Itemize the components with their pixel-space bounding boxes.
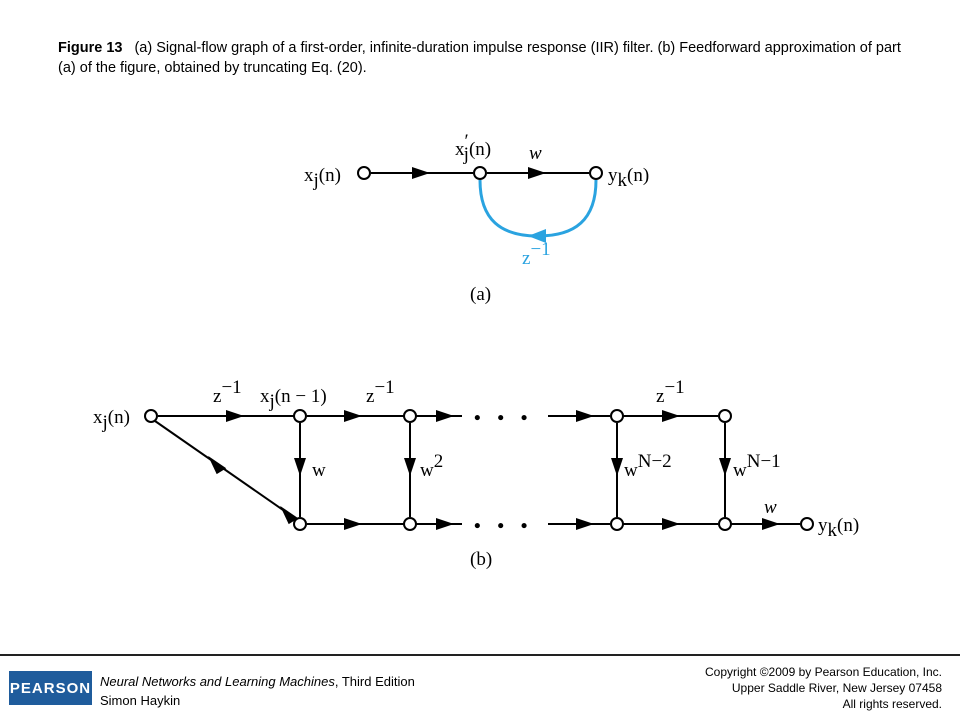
- label-delay-1: z−1: [213, 377, 242, 407]
- arrow-head: [436, 518, 454, 530]
- node-bottom-4: [718, 517, 732, 531]
- arrow-head: [344, 410, 362, 422]
- feedback-edge: [478, 179, 598, 238]
- node-top-2: [403, 409, 417, 423]
- arrow-head: [576, 410, 594, 422]
- label-feedback-a: z−1: [522, 239, 551, 269]
- ellipsis-bottom: • • •: [474, 516, 533, 537]
- part-label-a: (a): [470, 284, 491, 305]
- label-weight-wN2: wN−2: [624, 451, 672, 481]
- copyright-line-3: All rights reserved.: [842, 697, 942, 711]
- arrow-head: [662, 518, 680, 530]
- node-bottom-3: [610, 517, 624, 531]
- arrow-head: [404, 458, 416, 476]
- arrow-head: [280, 505, 299, 525]
- arrow-head: [436, 410, 454, 422]
- book-title: Neural Networks and Learning Machines: [100, 674, 335, 689]
- arrow-head: [412, 167, 430, 179]
- arrow-head: [762, 518, 780, 530]
- node-bottom-1: [293, 517, 307, 531]
- caption-text: (a) Signal-flow graph of a first-order, …: [58, 40, 901, 76]
- node-input-b: [144, 409, 158, 423]
- copyright-line-1: Copyright ©2009 by Pearson Education, In…: [705, 665, 942, 679]
- node-mid: [473, 166, 487, 180]
- diagram-a: xj(n) x′j(n) w yk(n) z−1 (a): [304, 131, 649, 305]
- label-weight-w2: w2: [420, 451, 443, 481]
- copyright-notice: Copyright ©2009 by Pearson Education, In…: [705, 664, 942, 712]
- figure-label: Figure 13: [58, 40, 123, 56]
- label-weight-wN1: wN−1: [733, 451, 781, 481]
- book-edition: , Third Edition: [334, 674, 415, 689]
- edge-diagonal: [154, 420, 297, 520]
- label-output-b: yk(n): [818, 515, 859, 541]
- label-mid-a: x′j(n): [455, 131, 491, 165]
- node-bottom-2: [403, 517, 417, 531]
- label-weight-a: w: [529, 143, 542, 164]
- label-output-a: yk(n): [608, 165, 649, 191]
- node-input: [357, 166, 371, 180]
- label-delayed-input: xj(n − 1): [260, 386, 327, 412]
- label-input-b: xj(n): [93, 407, 130, 433]
- node-top-3: [610, 409, 624, 423]
- node-top-4: [718, 409, 732, 423]
- arrow-head: [576, 518, 594, 530]
- node-top-1: [293, 409, 307, 423]
- footer-divider: [0, 654, 960, 656]
- arrow-head: [719, 458, 731, 476]
- label-input-a: xj(n): [304, 165, 341, 191]
- label-output-weight: w: [764, 497, 777, 518]
- figure-caption: Figure 13(a) Signal-flow graph of a firs…: [58, 38, 918, 78]
- diagram-b: • • • • • • xj(n) z−1 xj(n − 1) z−1 z−1 …: [93, 377, 859, 570]
- arrow-head: [208, 455, 227, 475]
- label-delay-3: z−1: [656, 377, 685, 407]
- signal-flow-figure: xj(n) x′j(n) w yk(n) z−1 (a): [93, 131, 859, 570]
- arrow-head: [611, 458, 623, 476]
- copyright-line-2: Upper Saddle River, New Jersey 07458: [731, 681, 942, 695]
- publisher-logo: PEARSON: [9, 671, 92, 705]
- arrow-head: [528, 167, 546, 179]
- label-weight-w1: w: [312, 460, 326, 481]
- arrow-head: [344, 518, 362, 530]
- arrow-head: [294, 458, 306, 476]
- part-label-b: (b): [470, 549, 492, 570]
- book-author: Simon Haykin: [100, 693, 181, 708]
- label-delay-2: z−1: [366, 377, 395, 407]
- book-info: Neural Networks and Learning Machines, T…: [100, 672, 415, 710]
- ellipsis-top: • • •: [474, 408, 533, 429]
- feedback-arrow-head: [528, 229, 546, 243]
- node-output-b: [800, 517, 814, 531]
- arrow-head: [662, 410, 680, 422]
- arrow-head: [226, 410, 244, 422]
- node-output: [589, 166, 603, 180]
